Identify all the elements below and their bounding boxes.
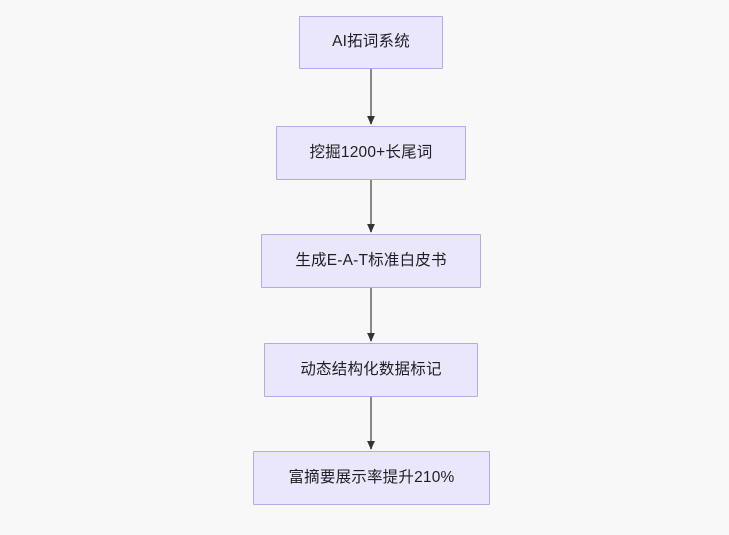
node-label: 富摘要展示率提升210% [288, 468, 455, 486]
flowchart-node-rich-snippet-impression-uplift[interactable]: 富摘要展示率提升210% [253, 451, 490, 505]
flowchart-node-mine-longtail-keywords[interactable]: 挖掘1200+长尾词 [276, 126, 466, 180]
node-label: 挖掘1200+长尾词 [309, 143, 433, 161]
flowchart-node-dynamic-structured-data-markup[interactable]: 动态结构化数据标记 [264, 343, 478, 397]
node-label: 动态结构化数据标记 [300, 360, 442, 378]
node-label: AI拓词系统 [332, 33, 410, 51]
flowchart-node-generate-eat-whitepaper[interactable]: 生成E-A-T标准白皮书 [261, 234, 481, 288]
flowchart-node-ai-keyword-system[interactable]: AI拓词系统 [299, 16, 443, 69]
node-label: 生成E-A-T标准白皮书 [295, 251, 447, 269]
